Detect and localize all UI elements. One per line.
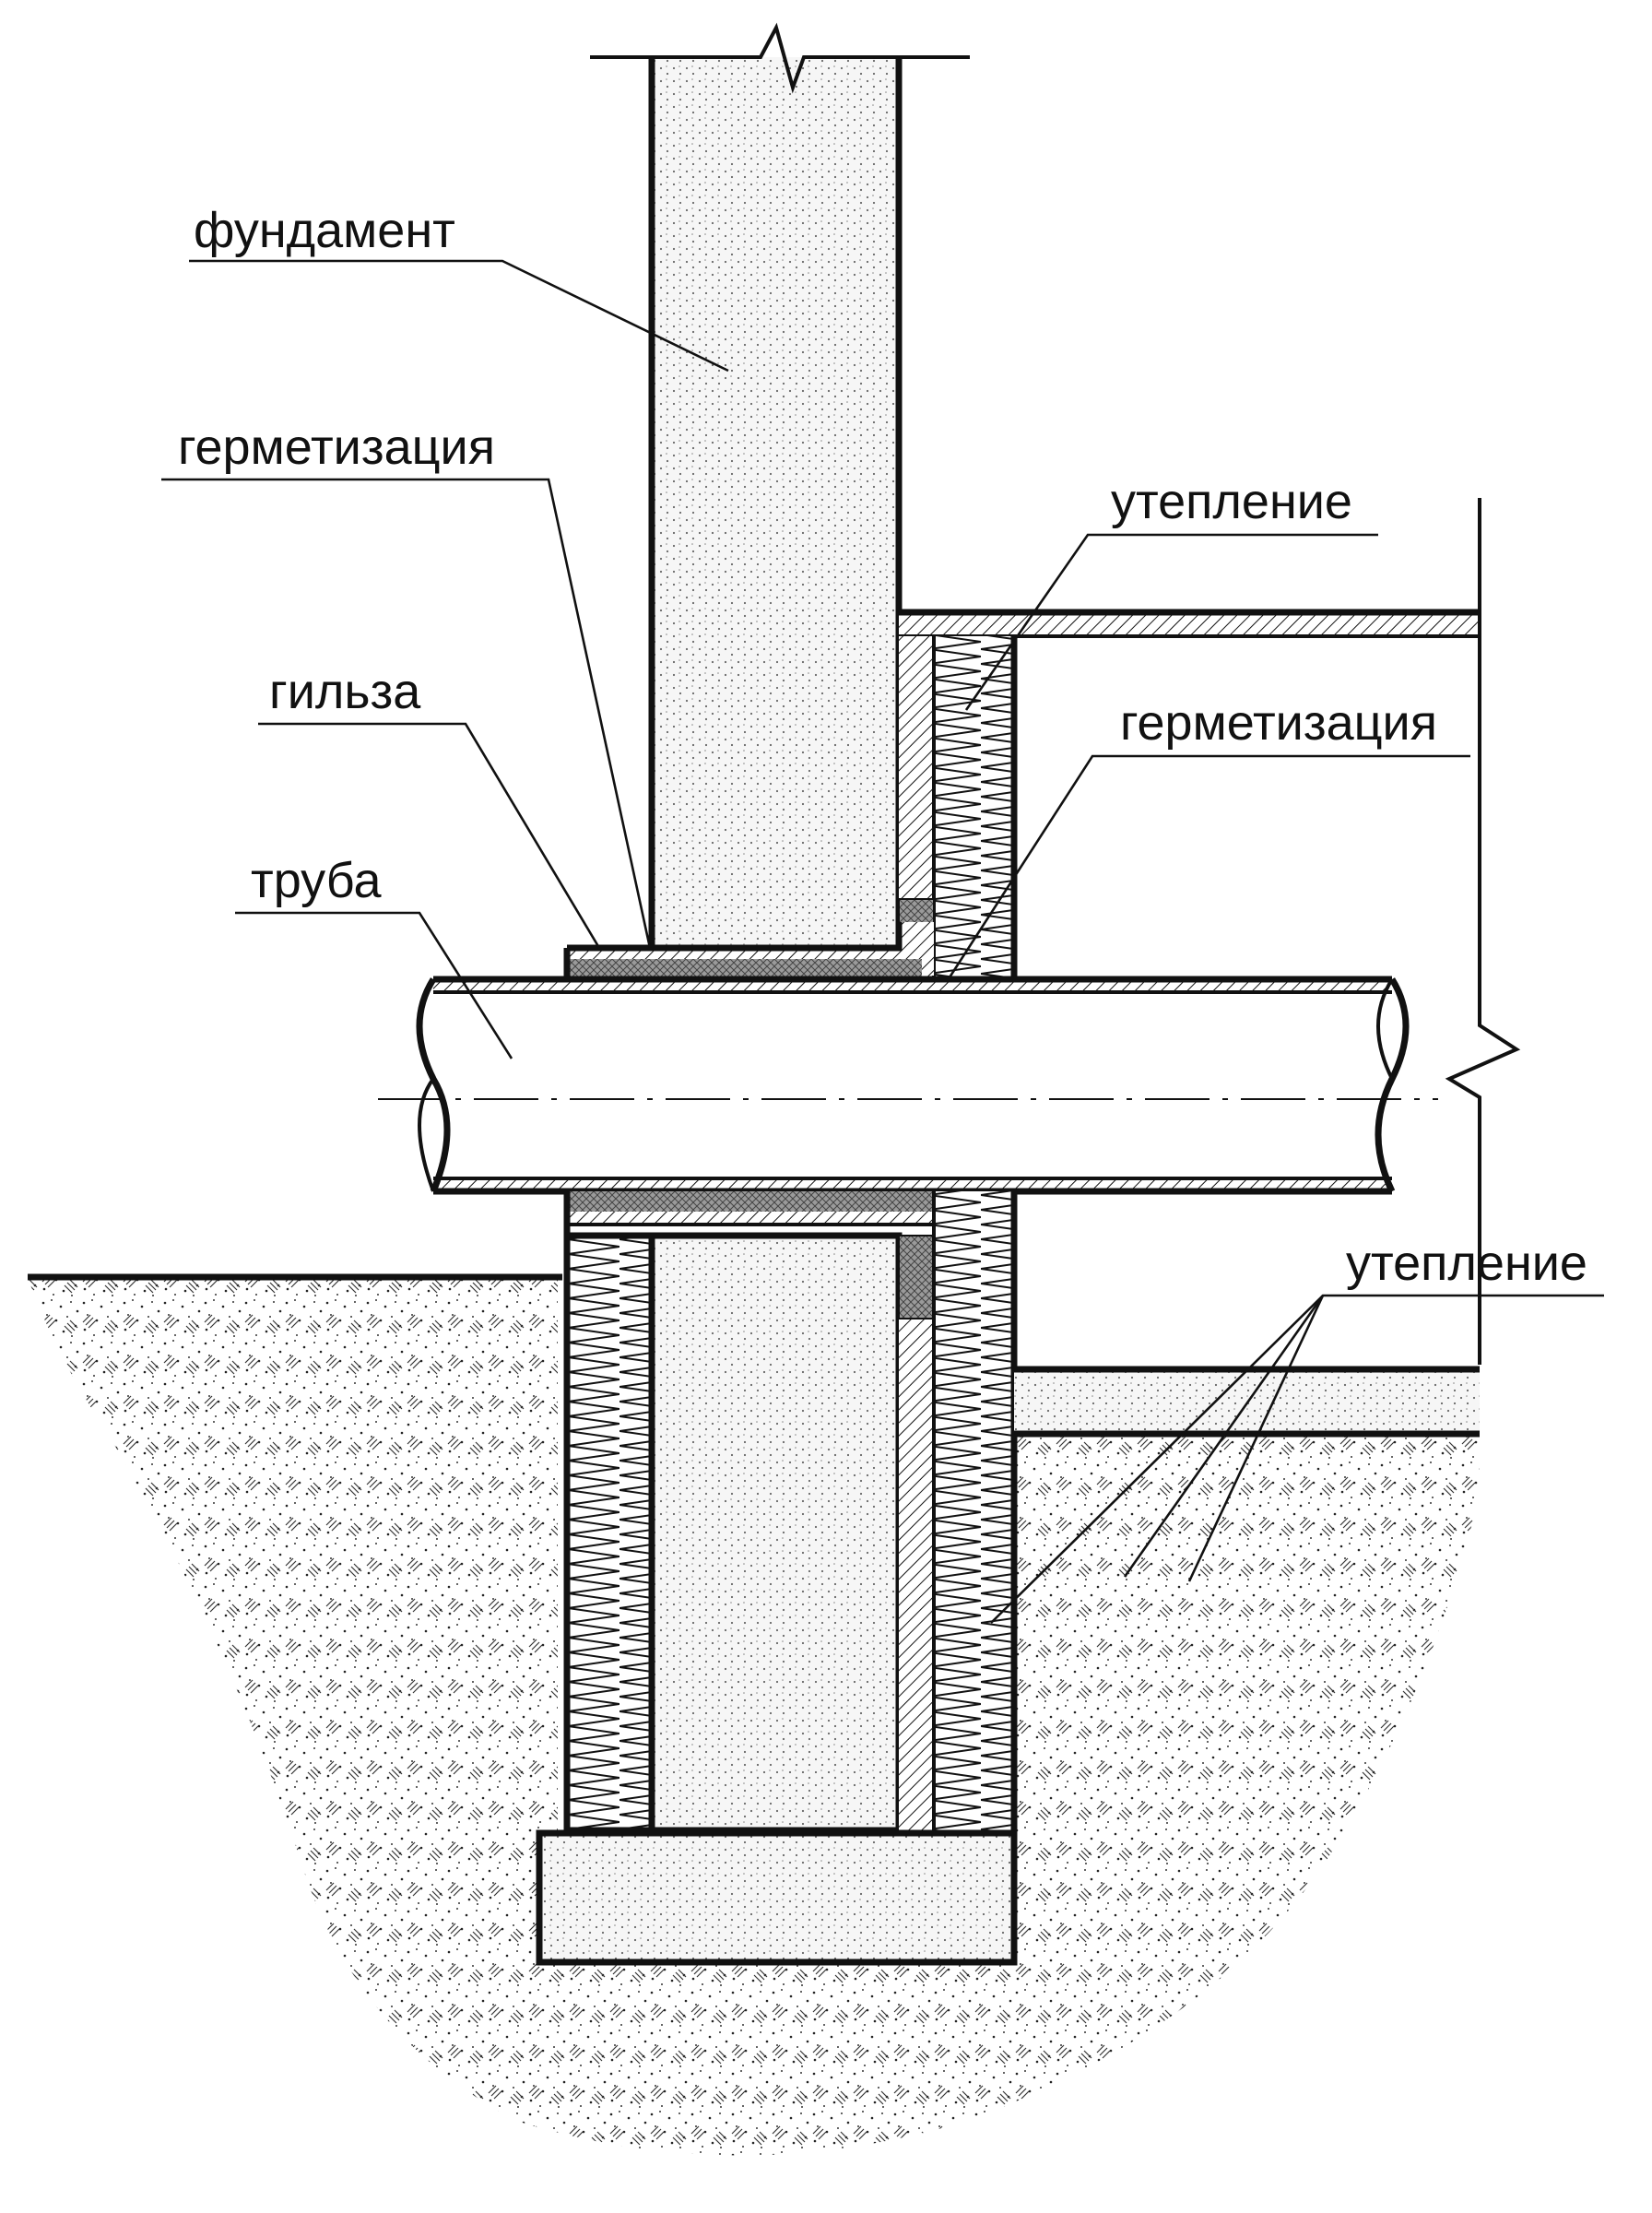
label-sealing-right: герметизация	[1120, 695, 1437, 751]
leader-lines	[161, 259, 1604, 1624]
label-insulation-top: утепление	[1111, 474, 1352, 529]
foundation-wall-upper	[648, 57, 903, 948]
pipe	[378, 976, 1438, 1195]
footing	[536, 1829, 1018, 1966]
sleeve-bottom	[563, 1191, 934, 1236]
sleeve-top	[563, 922, 934, 979]
insulation-lower-left	[563, 1232, 655, 1834]
label-foundation: фундамент	[194, 203, 455, 258]
insulation-lower-right	[932, 1191, 1018, 1830]
foundation-wall-lower	[648, 1232, 935, 1834]
label-sleeve: гильза	[269, 664, 421, 719]
label-insulation-bottom: утепление	[1346, 1236, 1587, 1291]
break-line-right	[1445, 498, 1521, 1365]
label-sealing-top: герметизация	[178, 420, 495, 475]
break-line-top	[590, 22, 970, 94]
label-pipe: труба	[251, 853, 382, 908]
